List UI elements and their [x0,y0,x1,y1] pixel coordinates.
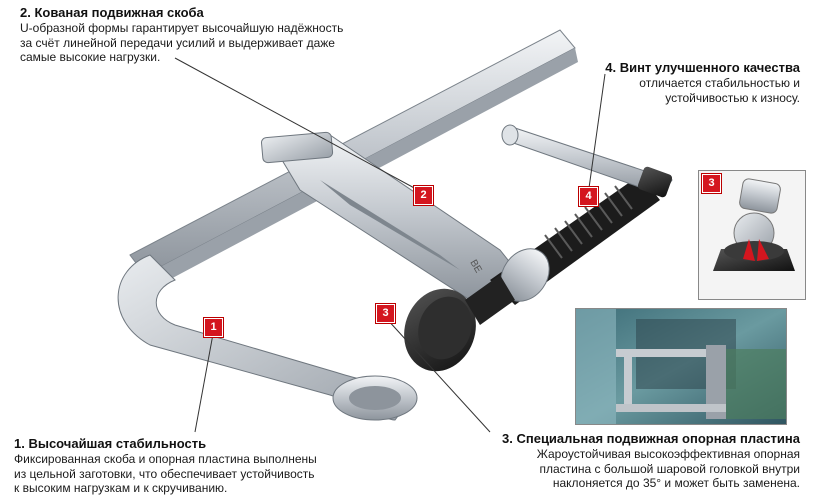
callout-3-line-1: Жароустойчивая высокоэффективная опорная [536,447,800,461]
badge-4: 4 [579,187,598,206]
fixed-jaw [117,254,418,421]
badge-2: 2 [414,186,433,205]
callout-4-title: 4. Винт улучшенного качества [605,60,800,75]
sliding-arm: BE [261,131,521,301]
callout-4: 4. Винт улучшенного качества отличается … [560,60,800,105]
usage-photo-inset [575,308,787,425]
swivel-pad [404,275,515,372]
badge-1: 1 [204,318,223,337]
callout-4-line-2: устойчивостью к износу. [665,90,800,105]
callout-3: 3. Специальная подвижная опорная пластин… [470,431,800,491]
callout-1-line-2: из цельной заготовки, что обеспечивает у… [14,466,315,481]
callout-3-line-2: пластина с большой шаровой головкой внут… [539,461,801,476]
callout-3-line-3: наклоняется до 35° и может быть заменена… [552,476,800,490]
badge-inset-3: 3 [702,174,721,193]
callout-2-line-2: за счёт линейной передачи усилий и выдер… [20,35,335,50]
callout-1-title: 1. Высочайшая стабильность [14,436,207,451]
t-handle [501,124,673,198]
callout-3-title: 3. Специальная подвижная опорная пластин… [502,431,800,446]
callout-2: 2. Кованая подвижная скоба U-образной фо… [20,5,380,65]
usage-photo [576,309,786,424]
callout-2-line-3: самые высокие нагрузки. [20,50,161,64]
badge-3: 3 [376,304,395,323]
callout-1-line-3: к высоким нагрузкам и к скручиванию. [14,481,228,495]
callout-2-title: 2. Кованая подвижная скоба [20,5,204,20]
callout-1-line-1: Фиксированная скоба и опорная пластина в… [14,452,317,466]
screw-spindle [490,175,660,305]
leader-lines [174,57,606,433]
callout-2-line-1: U-образной формы гарантирует высочайшую … [20,21,344,35]
callout-1: 1. Высочайшая стабильность Фиксированная… [14,436,344,496]
callout-4-line-1: отличается стабильностью и [639,76,800,90]
